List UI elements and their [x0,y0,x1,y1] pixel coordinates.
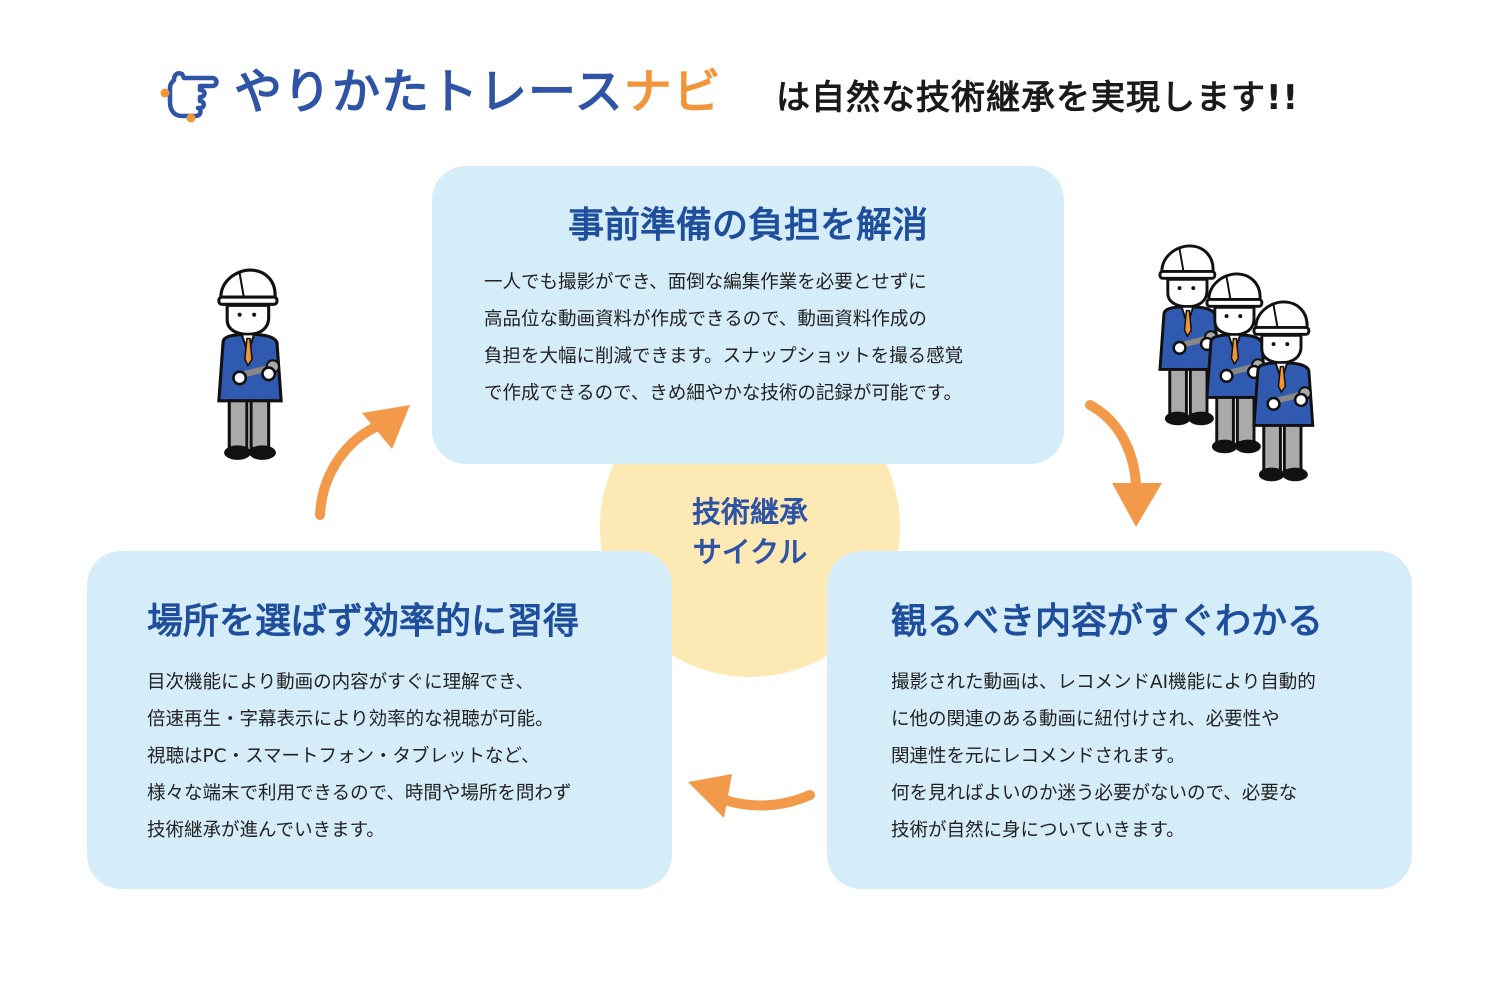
cycle-label: 技術継承 サイクル [600,492,900,572]
step-line: 関連性を元にレコメンドされます。 [891,746,1186,767]
cycle-label-line1: 技術継承 [691,495,808,529]
step-title: 場所を選ばず効率的に習得 [147,601,580,642]
step-description: 目次機能により動画の内容がすぐに理解でき、 倍速再生・字幕表示により効率的な視聴… [147,664,571,849]
arrow-up-right-icon [315,405,410,520]
arrow-down-right-icon [1085,400,1162,527]
step-line: 視聴はPC・スマートフォン・タブレットなど、 [147,746,540,767]
step-line: 様々な端末で利用できるので、時間や場所を問わず [147,783,572,804]
step-line: 負担を大幅に削減できます。スナップショットを撮る感覚 [484,346,964,367]
step-line: で作成できるので、きめ細やかな技術の記録が可能です。 [484,383,963,404]
step-title: 事前準備の負担を解消 [567,205,928,246]
step-line: 目次機能により動画の内容がすぐに理解でき、 [147,672,534,693]
worker-illustration-single [214,268,286,463]
brand-name-main: やりかたトレース [234,64,624,120]
brand-name-accent: ナビ [623,64,722,120]
step-line: 倍速再生・字幕表示により効率的な視聴が可能。 [147,709,554,730]
step-box-preparation: 事前準備の負担を解消 一人でも撮影ができ、面倒な編集作業を必要とせずに 高品位な… [432,166,1064,464]
pointing-hand-icon [160,71,219,123]
step-description: 一人でも撮影ができ、面倒な編集作業を必要とせずに 高品位な動画資料が作成できるの… [484,264,963,412]
header: やりかたトレースナビ は自然な技術継承を実現します!! [160,58,1360,128]
arrow-left-icon [688,774,815,818]
step-box-recommend: 観るべき内容がすぐわかる 撮影された動画は、レコメンドAI機能により自動的 に他… [827,551,1412,889]
cycle-label-line2: サイクル [692,535,808,569]
tagline: は自然な技術継承を実現します!! [776,78,1300,118]
brand-name: やりかたトレースナビ [234,62,722,122]
step-line: 一人でも撮影ができ、面倒な編集作業を必要とせずに [484,272,927,293]
step-line: 撮影された動画は、レコメンドAI機能により自動的 [891,672,1316,693]
step-line: 技術が自然に身についていきます。 [891,820,1185,841]
worker-illustration-group [1150,240,1330,500]
step-line: に他の関連のある動画に紐付けされ、必要性や [891,709,1280,730]
step-title: 観るべき内容がすぐわかる [891,601,1324,642]
step-line: 何を見ればよいのか迷う必要がないので、必要な [891,783,1298,804]
step-description: 撮影された動画は、レコメンドAI機能により自動的 に他の関連のある動画に紐付けさ… [891,664,1316,849]
step-line: 高品位な動画資料が作成できるので、動画資料作成の [484,309,927,330]
step-line: 技術継承が進んでいきます。 [147,820,385,841]
step-box-learning: 場所を選ばず効率的に習得 目次機能により動画の内容がすぐに理解でき、 倍速再生・… [87,551,672,889]
